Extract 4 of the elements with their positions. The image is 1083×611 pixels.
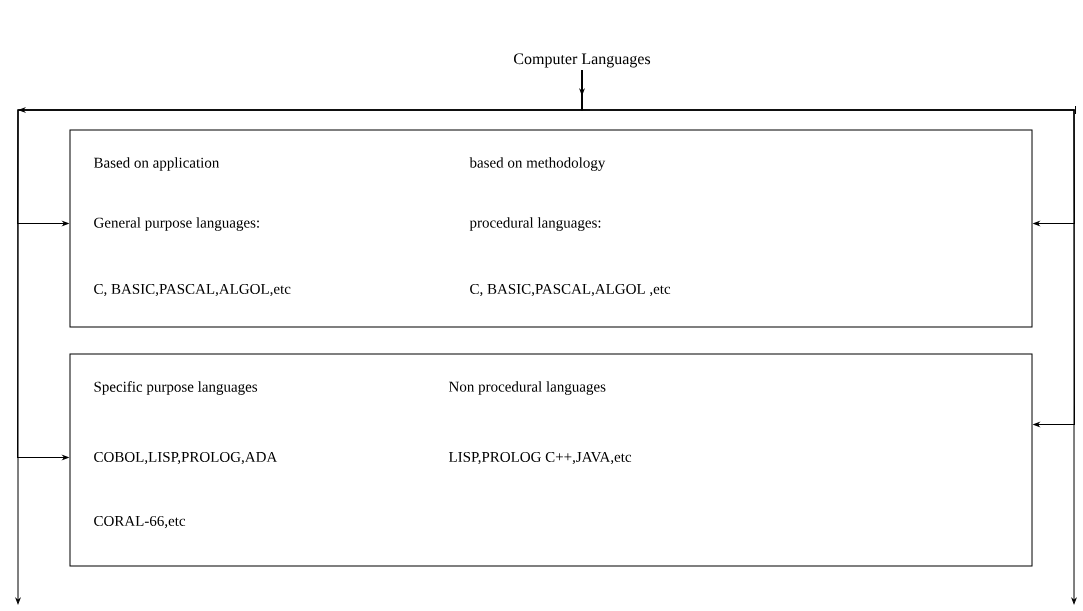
connector-arrow [581,69,1077,605]
text-box: Based on application based on methodology General purpose languages: procedural languages: C, BASIC,PASCAL,ALGOL,etc C, BASIC,PASCAL,ALGOL ,etc [69,129,1033,328]
heading: Computer Languages [514,53,651,68]
text-box: Specific purpose languages Non procedural languages COBOL,LISP,PROLOG,ADA LISP,PROLOG C++,JAVA,etc CORAL-66,etc [69,353,1033,567]
